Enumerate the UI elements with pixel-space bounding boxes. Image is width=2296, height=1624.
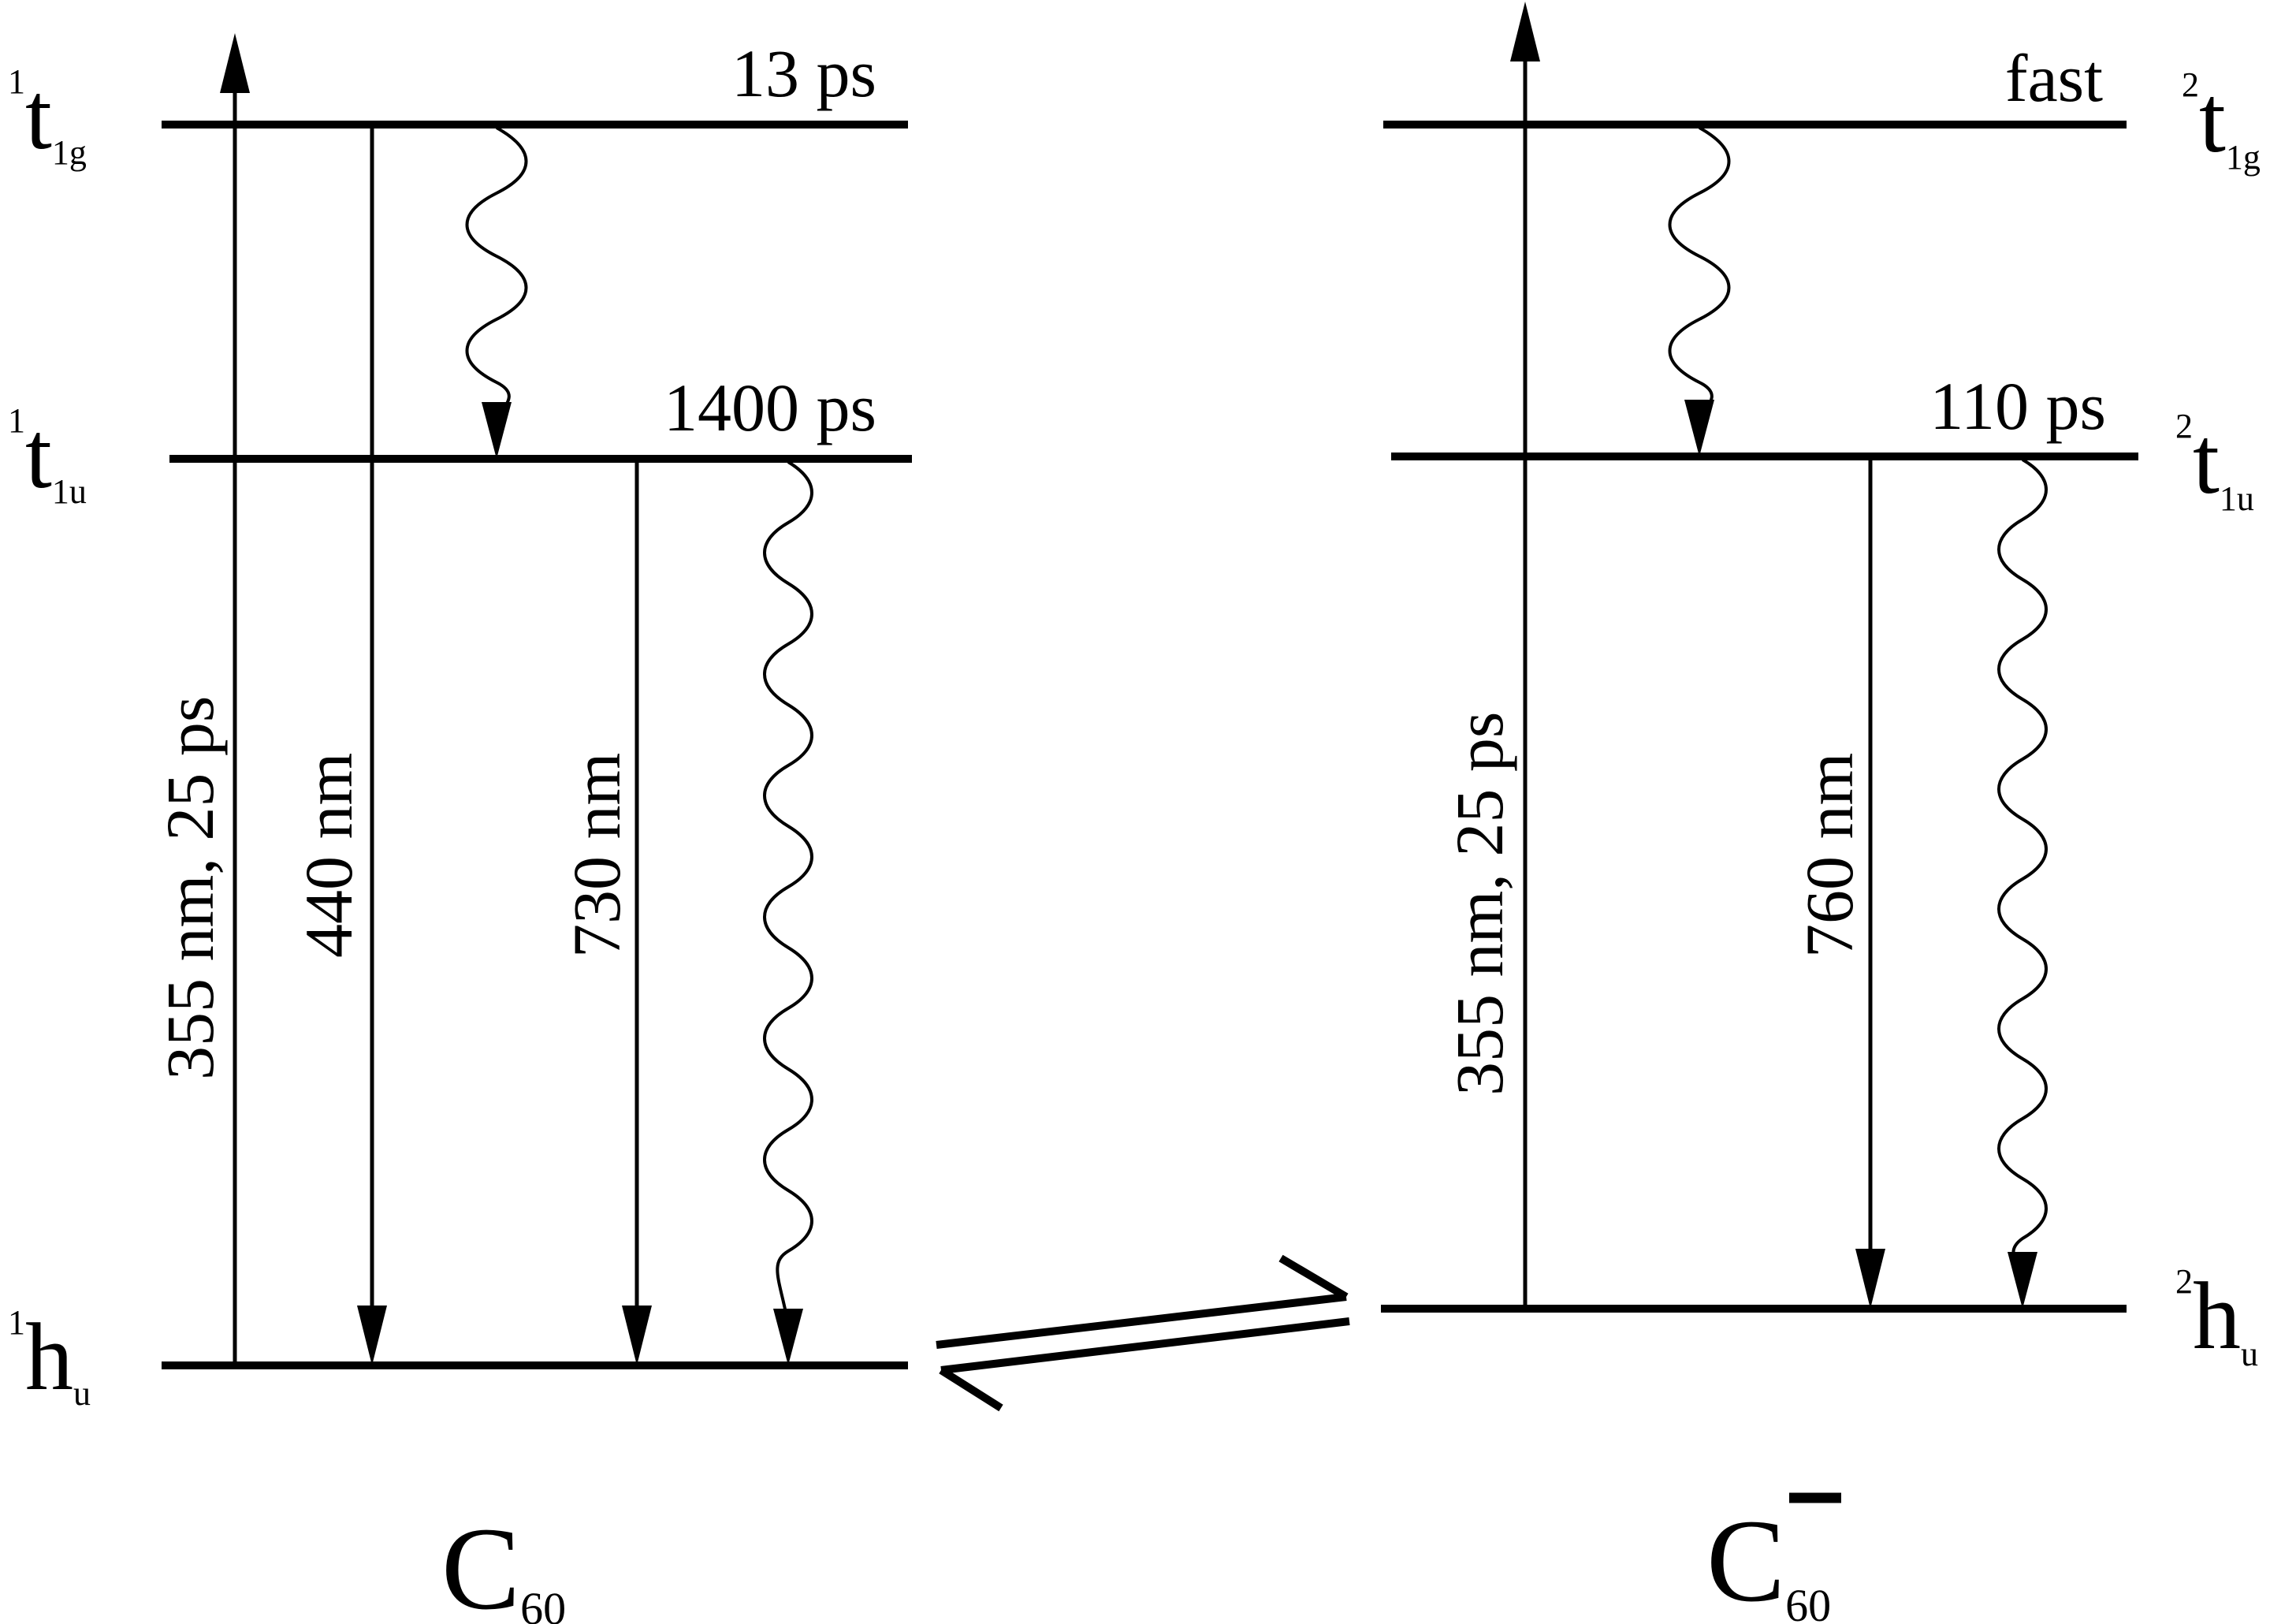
left-relaxation-t1u-hu-arrowhead	[773, 1309, 803, 1365]
c60-panel: 1t1g 1t1u 1hu 13 ps 1400 ps 355 nm, 25 p…	[8, 33, 912, 1624]
right-excitation-label: 355 nm, 25 ps	[1442, 712, 1517, 1096]
left-excitation-arrowhead	[220, 33, 250, 93]
right-label-hu: 2hu	[2175, 1262, 2258, 1373]
left-relaxation-t1g-t1u-arrowhead	[482, 402, 512, 459]
left-species-label: C60	[441, 1503, 566, 1624]
left-emission-730-arrowhead	[622, 1306, 652, 1365]
right-lifetime-t1g: fast	[2005, 40, 2103, 116]
right-relaxation-t1g-t1u-arrowhead	[1684, 400, 1714, 456]
right-relaxation-t1u-hu-wave	[1997, 458, 2048, 1269]
left-label-t1g: 1t1g	[8, 62, 87, 172]
right-label-t1u: 2t1u	[2175, 407, 2254, 518]
right-relaxation-t1g-t1u-wave	[1668, 126, 1731, 418]
right-relaxation-t1u-hu-arrowhead	[2008, 1252, 2037, 1309]
left-label-hu: 1hu	[8, 1303, 91, 1413]
equilibrium-forward-barb	[1278, 1254, 1349, 1301]
left-lifetime-t1g: 13 ps	[731, 35, 876, 111]
left-relaxation-t1u-hu-wave	[763, 460, 813, 1325]
left-emission-440-arrowhead	[357, 1306, 387, 1365]
right-lifetime-t1u: 110 ps	[1929, 368, 2106, 444]
left-emission-440-label: 440 nm	[291, 753, 367, 958]
left-emission-730-label: 730 nm	[559, 753, 634, 958]
equilibrium-reverse-barb	[939, 1366, 1003, 1412]
right-excitation-arrowhead	[1510, 2, 1540, 61]
equilibrium-arrows	[936, 1254, 1350, 1412]
right-label-t1g: 2t1g	[2182, 65, 2261, 177]
c60-anion-panel: 2t1g 2t1u 2hu fast 110 ps 355 nm, 25 ps …	[1381, 2, 2261, 1624]
right-emission-760-label: 760 nm	[1792, 753, 1867, 958]
left-lifetime-t1u: 1400 ps	[664, 370, 876, 445]
right-emission-760-arrowhead	[1855, 1249, 1885, 1309]
left-label-t1u: 1t1u	[8, 401, 87, 511]
equilibrium-reverse-line	[940, 1317, 1350, 1374]
equilibrium-forward-line	[936, 1293, 1347, 1349]
right-species-label: C60	[1706, 1495, 1831, 1624]
left-relaxation-t1g-t1u-wave	[465, 126, 528, 419]
left-excitation-label: 355 nm, 25 ps	[152, 696, 228, 1080]
